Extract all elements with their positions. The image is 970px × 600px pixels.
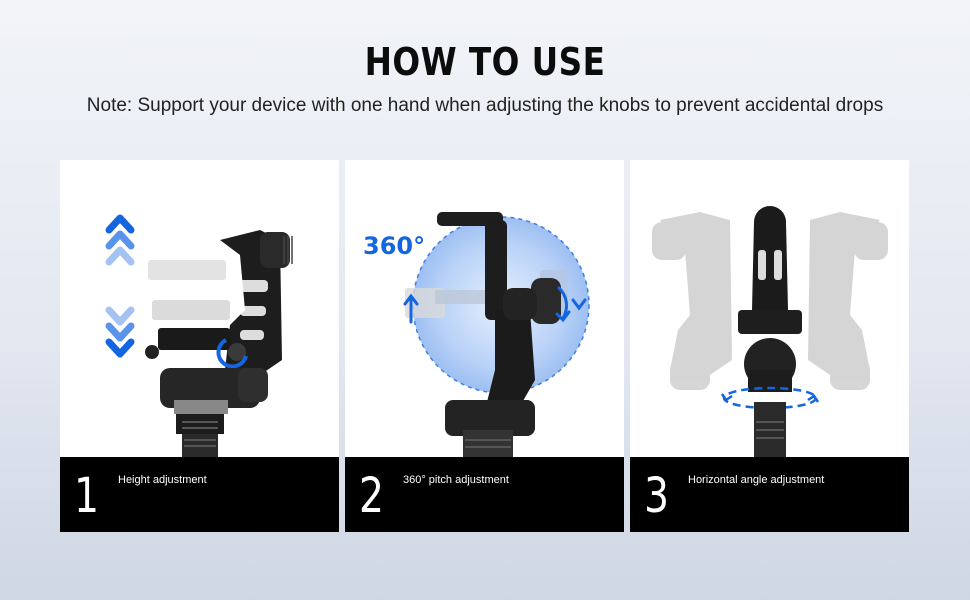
step-number: 1 bbox=[74, 468, 100, 524]
step-number: 2 bbox=[359, 468, 385, 524]
down-chevrons-icon bbox=[105, 306, 135, 358]
step-label: Horizontal angle adjustment bbox=[688, 474, 825, 486]
step-band-3: 3 Horizontal angle adjustment bbox=[630, 457, 909, 532]
step-label: 360° pitch adjustment bbox=[403, 474, 509, 486]
up-chevrons-icon bbox=[105, 214, 135, 266]
page-title: HOW TO USE bbox=[364, 40, 606, 84]
usage-note: Note: Support your device with one hand … bbox=[86, 95, 884, 116]
step-band-1: 1 Height adjustment bbox=[60, 457, 339, 532]
step-card-3: 3 Horizontal angle adjustment bbox=[630, 160, 909, 532]
rotation-degree-badge: 360° bbox=[363, 232, 426, 260]
step-number: 3 bbox=[644, 468, 670, 524]
rotation-arrow-icon bbox=[403, 286, 587, 324]
gimbal-horizontal-image bbox=[652, 206, 888, 457]
rotation-arc-icon bbox=[216, 338, 248, 369]
step-card-1: 1 Height adjustment bbox=[60, 160, 339, 532]
gimbal-height-image bbox=[105, 214, 293, 457]
step-card-2: 360° 2 360° pitch adjustment bbox=[345, 160, 624, 532]
step-label: Height adjustment bbox=[118, 474, 207, 486]
step-band-2: 2 360° pitch adjustment bbox=[345, 457, 624, 532]
gimbal-pitch-image bbox=[403, 212, 590, 457]
